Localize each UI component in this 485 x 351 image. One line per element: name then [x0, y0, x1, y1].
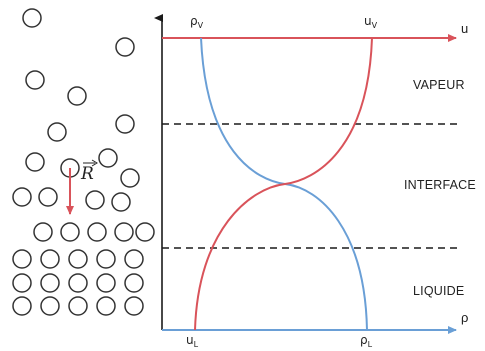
molecule	[96, 273, 116, 293]
molecule	[12, 273, 32, 293]
molecule	[12, 249, 32, 269]
molecule	[40, 296, 60, 316]
vector-bar-head	[91, 159, 98, 167]
u-profile-curve	[194, 37, 373, 331]
u-v-label: uV	[364, 14, 378, 30]
molecule	[68, 296, 88, 316]
molecule	[33, 222, 53, 242]
molecule	[115, 114, 135, 134]
u-axis-label: u	[461, 21, 469, 36]
molecule	[120, 168, 140, 188]
molecule	[68, 273, 88, 293]
molecule	[115, 37, 135, 57]
molecule	[124, 249, 144, 269]
zone-liquide-label: LIQUIDE	[413, 284, 465, 298]
molecule	[38, 187, 58, 207]
molecule	[114, 222, 134, 242]
molecule	[124, 273, 144, 293]
molecule	[87, 222, 107, 242]
rho-l-label: ρL	[360, 333, 373, 349]
molecule	[40, 273, 60, 293]
rho-v-label: ρV	[190, 14, 204, 30]
molecule	[96, 249, 116, 269]
molecule	[111, 192, 131, 212]
molecule	[124, 296, 144, 316]
zone-vapeur-label: VAPEUR	[413, 78, 465, 92]
vector-r-label: R	[81, 164, 94, 184]
molecule	[96, 296, 116, 316]
molecule	[47, 122, 67, 142]
molecule	[135, 222, 155, 242]
molecule	[25, 70, 45, 90]
molecule	[22, 8, 42, 28]
molecule	[25, 152, 45, 172]
molecule	[85, 190, 105, 210]
u-l-label: uL	[186, 333, 199, 349]
molecule	[40, 249, 60, 269]
rho-axis-label: ρ	[461, 310, 469, 325]
molecule	[67, 86, 87, 106]
molecules	[12, 8, 155, 316]
molecule	[60, 222, 80, 242]
molecule	[12, 296, 32, 316]
molecule	[98, 148, 118, 168]
zone-interface-label: INTERFACE	[404, 178, 476, 192]
molecule	[12, 187, 32, 207]
molecule	[68, 249, 88, 269]
